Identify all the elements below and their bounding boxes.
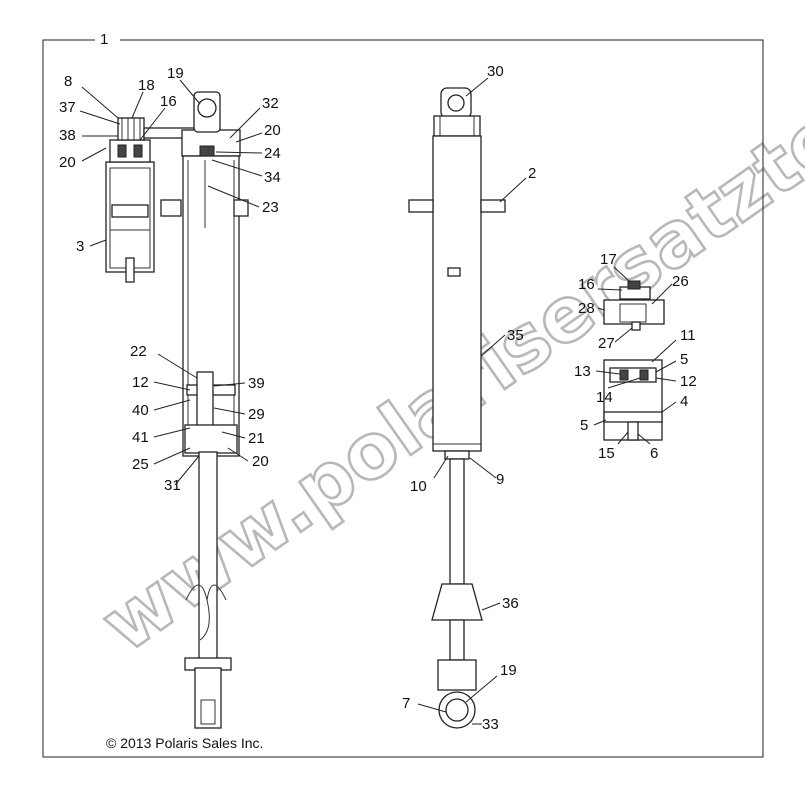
callout-25: 25 bbox=[132, 456, 149, 473]
callout-35: 35 bbox=[507, 327, 524, 344]
leader-lines bbox=[79, 77, 677, 725]
reservoir-exploded bbox=[603, 280, 665, 441]
callout-21: 21 bbox=[248, 430, 265, 447]
callout-12: 12 bbox=[132, 374, 149, 391]
callout-24: 24 bbox=[264, 145, 281, 162]
callout-29: 29 bbox=[248, 406, 265, 423]
callout-38: 38 bbox=[59, 127, 76, 144]
reservoir-cap bbox=[109, 139, 151, 163]
diagram-frame bbox=[42, 39, 764, 758]
mount-tab-right-assembled bbox=[480, 199, 506, 213]
callout-40: 40 bbox=[132, 402, 149, 419]
callout-15: 15 bbox=[598, 445, 615, 462]
lower-mount bbox=[437, 659, 477, 691]
callout-30: 30 bbox=[487, 63, 504, 80]
callout-31: 31 bbox=[164, 477, 181, 494]
callout-16: 16 bbox=[578, 276, 595, 293]
reservoir-piston bbox=[111, 204, 149, 218]
callout-28: 28 bbox=[578, 300, 595, 317]
callout-7: 7 bbox=[402, 695, 410, 712]
callout-8: 8 bbox=[64, 73, 72, 90]
shock-assembled bbox=[408, 87, 506, 729]
callout-labels: 1 8 18 19 37 16 32 38 20 20 24 34 23 3 2… bbox=[59, 31, 697, 733]
callout-2: 2 bbox=[528, 165, 536, 182]
callout-34: 34 bbox=[264, 169, 281, 186]
callout-19: 19 bbox=[500, 662, 517, 679]
callout-37: 37 bbox=[59, 99, 76, 116]
callout-16: 16 bbox=[160, 93, 177, 110]
callout-12: 12 bbox=[680, 373, 697, 390]
bump-stop bbox=[431, 583, 483, 621]
mount-tab-left bbox=[160, 199, 182, 217]
callout-20: 20 bbox=[252, 453, 269, 470]
shaft bbox=[449, 458, 465, 585]
piston-shaft bbox=[198, 451, 218, 663]
mount-tab-left-assembled bbox=[408, 199, 434, 213]
callout-10: 10 bbox=[410, 478, 427, 495]
callout-39: 39 bbox=[248, 375, 265, 392]
callout-3: 3 bbox=[76, 238, 84, 255]
shock-body bbox=[432, 135, 482, 452]
callout-6: 6 bbox=[650, 445, 658, 462]
bottom-eye bbox=[194, 667, 222, 729]
callout-23: 23 bbox=[262, 199, 279, 216]
callout-32: 32 bbox=[262, 95, 279, 112]
callout-14: 14 bbox=[596, 389, 613, 406]
callout-5: 5 bbox=[580, 417, 588, 434]
top-cap bbox=[433, 115, 481, 137]
callout-41: 41 bbox=[132, 429, 149, 446]
callout-26: 26 bbox=[672, 273, 689, 290]
callout-27: 27 bbox=[598, 335, 615, 352]
callout-20: 20 bbox=[59, 154, 76, 171]
callout-22: 22 bbox=[130, 343, 147, 360]
callout-33: 33 bbox=[482, 716, 499, 733]
frame-label: 1 bbox=[100, 31, 108, 48]
callout-17: 17 bbox=[600, 251, 617, 268]
copyright-notice: © 2013 Polaris Sales Inc. bbox=[106, 735, 263, 751]
shock-cutaway-assembly bbox=[105, 91, 249, 729]
callout-19: 19 bbox=[167, 65, 184, 82]
callout-18: 18 bbox=[138, 77, 155, 94]
callout-36: 36 bbox=[502, 595, 519, 612]
callout-20: 20 bbox=[264, 122, 281, 139]
shaft-seal bbox=[444, 450, 470, 460]
callout-5: 5 bbox=[680, 351, 688, 368]
callout-9: 9 bbox=[496, 471, 504, 488]
callout-4: 4 bbox=[680, 393, 688, 410]
callout-13: 13 bbox=[574, 363, 591, 380]
callout-11: 11 bbox=[680, 327, 696, 344]
mount-tab-right bbox=[233, 199, 249, 217]
